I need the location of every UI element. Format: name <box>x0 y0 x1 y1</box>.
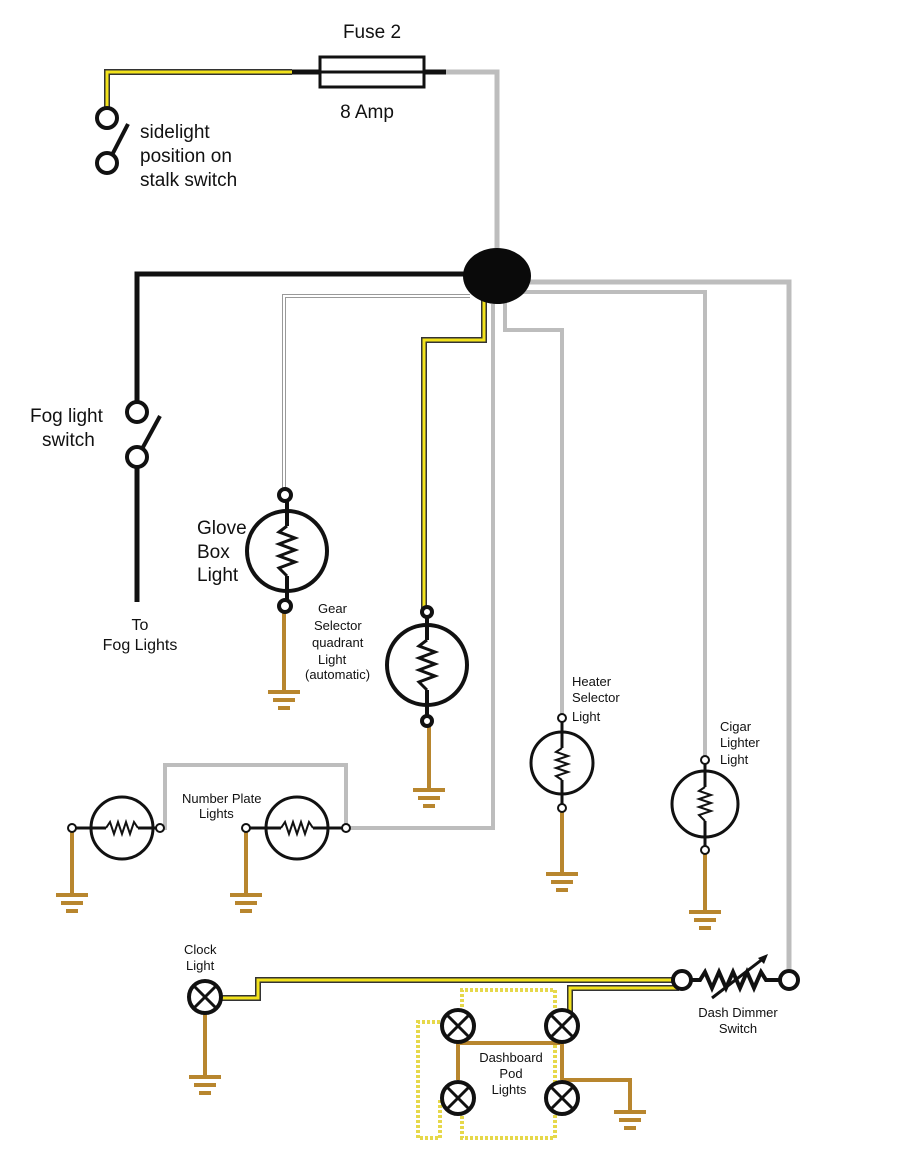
number-plate-lamp-1 <box>67 795 165 861</box>
pod-lamp-1 <box>440 1008 476 1044</box>
sidelight-switch-label-1: sidelight <box>140 122 210 143</box>
number-plate-label-1: Number Plate <box>182 791 261 806</box>
cigar-lighter-lamp-filament <box>695 786 715 822</box>
cigar-lighter-label-2: Lighter <box>720 735 760 750</box>
earth-symbols <box>56 690 721 1130</box>
dashboard-pod-label-3: Lights <box>492 1082 527 1097</box>
number-plate-lamp-1-filament <box>105 818 139 838</box>
earth-heater <box>546 872 578 892</box>
wire-sidelight-feed-core <box>105 70 292 110</box>
earth-glove <box>268 690 300 710</box>
fog-switch-blade <box>140 415 162 450</box>
wire-gear-feed-core <box>422 300 486 610</box>
dimmer-wiper-arrow <box>758 954 768 964</box>
wire-pod-earth <box>456 1041 632 1110</box>
wire-sidelight-feed <box>104 69 292 110</box>
clock-lamp <box>187 979 223 1015</box>
earth-clock <box>189 1075 221 1095</box>
earth-pod <box>614 1110 646 1130</box>
gear-selector-lamp <box>385 605 469 728</box>
fog-lights-label-1: To <box>132 617 149 634</box>
sidelight-switch <box>95 106 130 175</box>
wire-glove-feed-core <box>283 295 470 490</box>
junction-connector <box>463 248 531 304</box>
dimmer-terminal-right <box>778 969 800 991</box>
fuse-rating: 8 Amp <box>340 102 394 123</box>
sidelight-switch-label-3: stalk switch <box>140 170 237 191</box>
number-plate-label-2: Lights <box>199 806 234 821</box>
gear-selector-label-3: quadrant <box>312 635 364 650</box>
glove-box-lamp-filament <box>274 524 300 578</box>
wire-fog-feed <box>134 271 465 404</box>
fog-lights-label-2: Fog Lights <box>103 637 178 654</box>
glove-box-label-2: Box <box>197 542 230 563</box>
pod-lamp-2 <box>544 1008 580 1044</box>
clock-light-label-1: Clock <box>184 942 217 957</box>
heater-selector-label-2: Selector <box>572 690 620 705</box>
dash-dimmer-label-1: Dash Dimmer <box>698 1005 778 1020</box>
gear-selector-label-2: Selector <box>314 618 362 633</box>
sidelight-switch-bottom-terminal <box>95 151 119 175</box>
earth-number-plate-2 <box>230 893 262 913</box>
fog-switch-label-1: Fog light <box>30 406 104 427</box>
dash-dimmer-switch <box>671 954 800 1000</box>
dimmer-terminal-left <box>671 969 693 991</box>
sidelight-switch-blade <box>110 123 130 156</box>
fuse-title: Fuse 2 <box>343 22 401 43</box>
cigar-lighter-label-3: Light <box>720 752 749 767</box>
sidelight-switch-top-terminal <box>95 106 119 130</box>
sidelight-switch-label-2: position on <box>140 146 232 167</box>
wire-cigar-feed <box>520 290 707 757</box>
dashboard-pod-lamps <box>440 1008 580 1116</box>
wire-fuse-to-junction <box>446 69 500 255</box>
gear-selector-label-1: Gear <box>318 601 348 616</box>
wire-pod-feed <box>567 980 679 1022</box>
wire-dimmer-output-core <box>222 978 676 1000</box>
earth-number-plate-1 <box>56 893 88 913</box>
heater-selector-lamp-filament <box>552 747 572 781</box>
glove-box-label-3: Light <box>197 565 239 586</box>
number-plate-lamp-2-filament <box>280 818 314 838</box>
heater-selector-lamp <box>529 713 595 813</box>
gear-selector-label-5: (automatic) <box>305 667 370 682</box>
wire-glove-feed <box>282 294 470 490</box>
gear-selector-label-4: Light <box>318 652 347 667</box>
earth-cigar <box>689 910 721 930</box>
pod-lamp-3 <box>440 1080 476 1116</box>
dashboard-pod-label-2: Pod <box>499 1066 522 1081</box>
heater-selector-label-3: Light <box>572 709 601 724</box>
wire-heater-feed <box>503 300 564 716</box>
fog-switch-bottom-terminal <box>125 445 149 469</box>
cigar-lighter-lamp <box>670 755 740 855</box>
dimmer-wiper <box>711 956 765 1000</box>
gear-selector-lamp-filament <box>414 638 440 692</box>
pod-lamp-4 <box>544 1080 580 1116</box>
cigar-lighter-label-1: Cigar <box>720 719 752 734</box>
fog-switch-top-terminal <box>125 400 149 424</box>
glove-box-label-1: Glove <box>197 518 247 539</box>
earth-gear <box>413 788 445 808</box>
wire-dimmer-feed <box>530 279 792 972</box>
wire-gear-feed <box>421 300 487 610</box>
clock-light-label-2: Light <box>186 958 215 973</box>
fog-light-switch <box>125 400 162 469</box>
dash-dimmer-label-2: Switch <box>719 1021 757 1036</box>
fuse-2 <box>318 55 426 89</box>
heater-selector-label-1: Heater <box>572 674 612 689</box>
fog-switch-label-2: switch <box>42 430 95 451</box>
dashboard-pod-label-1: Dashboard <box>479 1050 543 1065</box>
glove-box-lamp <box>245 487 329 614</box>
wire-pod-link-dashed <box>416 988 557 1140</box>
wire-number-plate-feed <box>346 304 495 830</box>
dimmer-resistor <box>691 967 780 993</box>
number-plate-lamp-2 <box>241 795 351 861</box>
